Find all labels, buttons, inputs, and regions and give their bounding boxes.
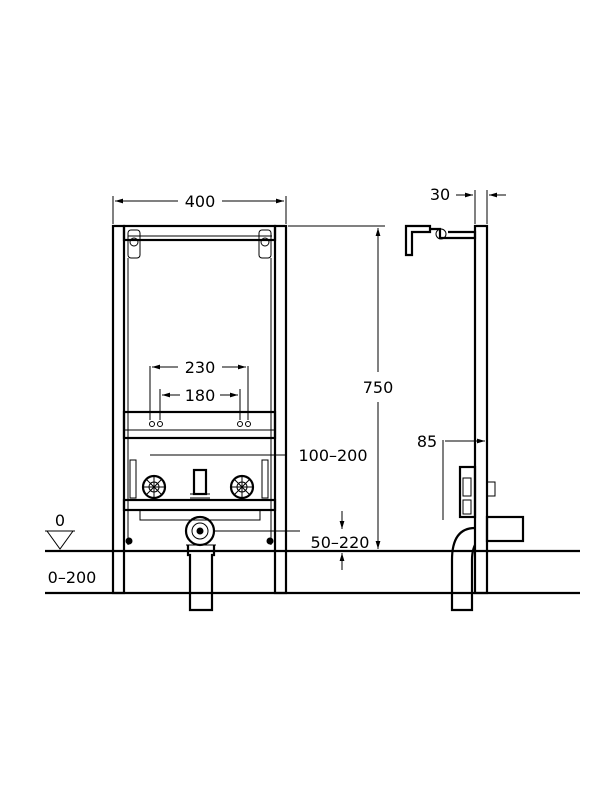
lower-crossbar <box>122 498 277 512</box>
floor-adjust-label: 0–200 <box>48 568 97 587</box>
side-connection <box>458 465 496 519</box>
floor-level-marker: 0 0–200 <box>45 511 125 593</box>
top-hook <box>404 224 432 257</box>
dim-pipe-spacing-inner: 180 <box>159 386 241 420</box>
left-water-connection <box>141 474 167 500</box>
dim-drain-adjust: 50–220 <box>214 511 369 570</box>
side-drain-pipe <box>450 515 525 612</box>
dim-frame-height: 750 <box>288 225 394 549</box>
dim-crossbar-adjust: 100–200 <box>150 446 368 465</box>
dim-pipe-spacing-outer: 230 <box>149 358 249 420</box>
dim-side-depth: 85 <box>417 432 485 520</box>
side-post <box>473 224 489 595</box>
upper-crossbar <box>122 410 277 440</box>
top-right-bracket <box>258 229 272 259</box>
pipe-spacing-outer-label: 230 <box>185 358 216 377</box>
side-drain-outlet <box>485 515 525 543</box>
drain-adjust-label: 50–220 <box>311 533 370 552</box>
top-left-bracket <box>127 229 141 259</box>
floor-level-label: 0 <box>55 511 65 530</box>
top-bar <box>122 224 277 242</box>
side-view <box>404 224 525 612</box>
left-post <box>111 224 126 595</box>
drain-pipe <box>184 515 216 612</box>
floor-lines <box>45 549 580 595</box>
side-offset-label: 30 <box>430 185 450 204</box>
dim-frame-width: 400 <box>112 192 287 224</box>
frame-width-label: 400 <box>185 192 216 211</box>
center-mixer-bracket <box>190 468 210 499</box>
right-post <box>273 224 288 595</box>
right-water-connection <box>229 474 255 500</box>
pipe-spacing-inner-label: 180 <box>185 386 216 405</box>
front-view <box>111 224 288 612</box>
crossbar-adjust-label: 100–200 <box>298 446 367 465</box>
level-triangle-icon <box>46 530 74 550</box>
frame-height-label: 750 <box>363 378 394 397</box>
side-depth-label: 85 <box>417 432 437 451</box>
dim-side-offset: 30 <box>430 185 506 224</box>
